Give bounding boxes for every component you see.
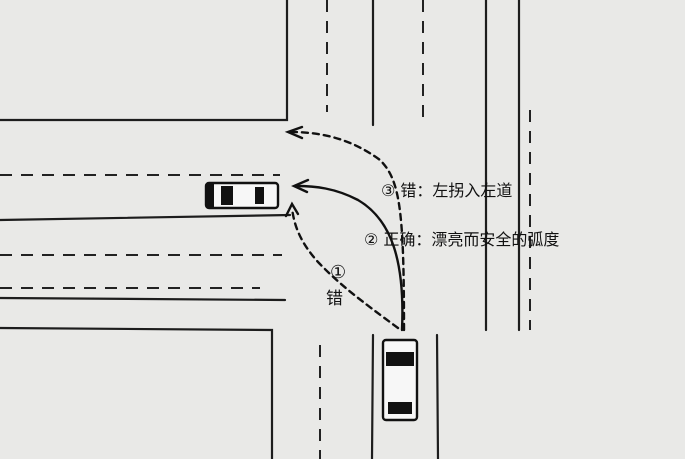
label-path-2: ② 正确：漂亮而安全的弧度: [364, 230, 559, 249]
road-bottom-left-edge: [370, 333, 375, 459]
label-path-1-number: ①: [330, 262, 346, 283]
arrowhead-path-2: [291, 178, 310, 194]
label-path-1: 错: [326, 289, 343, 309]
path-2-correct-arc: [294, 184, 404, 332]
arrowhead-path-3: [284, 125, 304, 140]
arrowhead-path-1: [284, 201, 300, 218]
path-1-wrong-short: [290, 206, 400, 330]
label-path-3: ③ 错：左拐入左道: [381, 181, 512, 200]
block-bottom-left-edge: [0, 326, 274, 459]
road-middle-edge: [0, 213, 292, 222]
block-top-left-edge: [0, 0, 289, 122]
road-lower-edge: [0, 296, 287, 302]
car-left: [204, 181, 280, 210]
car-bottom: [381, 338, 419, 422]
road-bottom-right-edge: [435, 333, 440, 459]
path-3-wrong-arc: [288, 130, 406, 332]
